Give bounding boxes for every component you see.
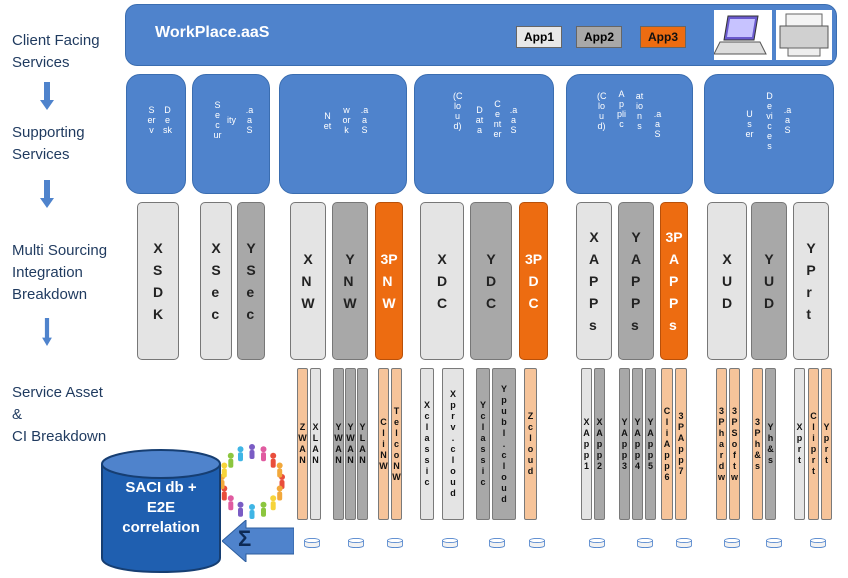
support-col-text: ity [227, 115, 236, 125]
sigma-arrow-icon [222, 520, 294, 562]
small-database-icon [676, 538, 692, 548]
support-col-text: Net [323, 111, 332, 131]
printer-icon [776, 10, 832, 60]
support-col-text: ations [635, 91, 644, 131]
support-col-text: Applic [617, 89, 627, 129]
support-col-text: .aaS [783, 105, 792, 135]
support-col-text: Secur [213, 100, 222, 140]
support-user-devices: User Devices .aaS [704, 74, 834, 194]
support-data-center: (Cloud) Data Center .aaS [414, 74, 554, 194]
app1-badge: App1 [516, 26, 562, 48]
laptop-icon [714, 10, 772, 60]
support-col-text: .aaS [509, 105, 518, 135]
support-col-text: Center [493, 99, 502, 139]
app3-badge: App3 [640, 26, 686, 48]
app2-badge: App2 [576, 26, 622, 48]
small-database-icon [387, 538, 403, 548]
support-applications: (Cloud) Applic ations .aaS [566, 74, 693, 194]
support-col-text: work [342, 105, 351, 135]
support-col-text: User [745, 109, 754, 139]
small-database-icon [724, 538, 740, 548]
support-col-text: (Cloud) [597, 91, 607, 131]
people-ring-icon [219, 444, 285, 519]
sigma-symbol: Σ [238, 526, 252, 551]
support-security: Secur ity .aaS [192, 74, 270, 194]
support-col-text: .aaS [360, 105, 369, 135]
small-database-icon [589, 538, 605, 548]
support-network: Net work .aaS [279, 74, 407, 194]
database-label: SACI db + E2E correlation [122, 479, 200, 536]
label-multi-sourcing: Multi Sourcing Integration Breakdown [12, 242, 108, 303]
down-arrow-icon [40, 180, 54, 208]
small-database-icon [529, 538, 545, 548]
support-col-text: (Cloud) [453, 91, 463, 131]
support-col-text: Desk [163, 105, 172, 135]
small-database-icon [304, 538, 320, 548]
support-col-text: .aaS [653, 109, 662, 139]
down-arrow-icon [42, 318, 52, 346]
support-col-text: Devices [766, 91, 773, 151]
label-client-facing: Client Facing Services [12, 32, 100, 71]
small-database-icon [442, 538, 458, 548]
small-database-icon [489, 538, 505, 548]
label-service-asset: Service Asset & CI Breakdown [12, 384, 107, 445]
down-arrow-icon [40, 82, 54, 110]
small-database-icon [348, 538, 364, 548]
workplace-title: WorkPlace.aaS [155, 24, 270, 41]
small-database-icon [637, 538, 653, 548]
support-col-text: Data [475, 105, 484, 135]
label-supporting: Supporting Services [12, 124, 85, 163]
small-database-icon [766, 538, 782, 548]
support-col-text: Serv [147, 105, 156, 135]
support-service-desk: Serv Desk [126, 74, 186, 194]
support-col-text: .aaS [245, 105, 254, 135]
small-database-icon [810, 538, 826, 548]
database-cylinder-icon [101, 449, 221, 574]
